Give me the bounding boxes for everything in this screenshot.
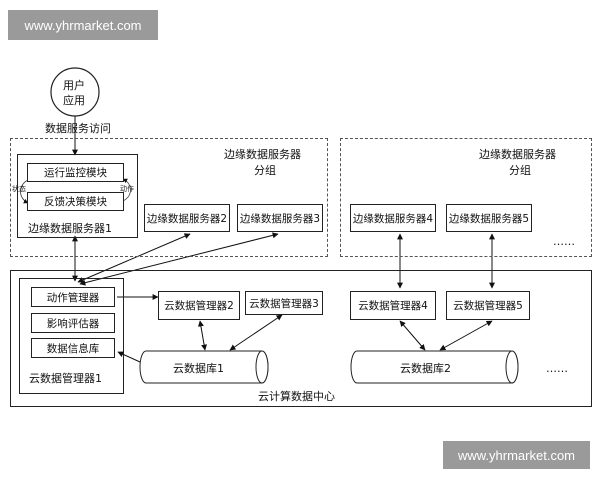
- data-service-access-label: 数据服务访问: [45, 122, 111, 135]
- cloud-manager-3: 云数据管理器3: [245, 291, 323, 315]
- edge-server-group-2: [340, 138, 592, 257]
- arrow-cm4-db2: [399, 320, 426, 351]
- arrow-cm2-db1: [197, 320, 208, 351]
- feedback-decision-module: 反馈决策模块: [27, 192, 124, 211]
- edge-server-1: [17, 154, 138, 238]
- cloud-manager-4: 云数据管理器4: [350, 291, 436, 320]
- cloud-db1-cylinder: [139, 350, 269, 384]
- edge-server-1-name: 边缘数据服务器1: [28, 222, 112, 235]
- state-label: 状态: [12, 185, 26, 193]
- cloud-db2-label: 云数据库2: [400, 362, 451, 375]
- arrow-db1-to-repo: [117, 351, 141, 363]
- edge-group-2-ellipsis: ……: [553, 235, 575, 248]
- user-app-label-line2: 应用: [63, 94, 85, 107]
- edge-server-5: 边缘数据服务器5: [446, 204, 532, 232]
- arrow-cm3-db1: [229, 314, 283, 351]
- action-loop-arrow: [122, 178, 131, 202]
- cloud-manager-1: [19, 278, 124, 394]
- cloud-manager-5: 云数据管理器5: [446, 291, 530, 320]
- arrow-edge3-to-cm1: [79, 232, 279, 286]
- edge-server-2: 边缘数据服务器2: [144, 204, 230, 232]
- data-repository: 数据信息库: [31, 338, 115, 358]
- edge-group-2-subtitle: 分组: [509, 164, 531, 177]
- user-app-label-line1: 用户: [63, 79, 85, 92]
- edge-server-group-1: [10, 138, 328, 257]
- run-monitor-module: 运行监控模块: [27, 163, 124, 182]
- cloud-db1-label: 云数据库1: [173, 362, 224, 375]
- cloud-manager-2: 云数据管理器2: [158, 291, 240, 320]
- edge-group-1-subtitle: 分组: [254, 164, 276, 177]
- edge-server-4: 边缘数据服务器4: [350, 204, 436, 232]
- cloud-manager-1-name: 云数据管理器1: [29, 372, 102, 385]
- impact-evaluator: 影响评估器: [31, 313, 115, 333]
- cloud-db2-cylinder: [350, 350, 519, 384]
- action-label: 动作: [120, 185, 134, 193]
- edge-group-2-title: 边缘数据服务器: [479, 148, 556, 161]
- cloud-computing-center: [10, 270, 592, 407]
- watermark-top: www.yhrmarket.com: [8, 10, 158, 40]
- cloud-center-label: 云计算数据中心: [258, 390, 335, 403]
- user-app-node: [50, 67, 100, 117]
- edge-server-3: 边缘数据服务器3: [237, 204, 323, 232]
- watermark-bottom: www.yhrmarket.com: [443, 441, 590, 469]
- cloud-center-ellipsis: ……: [546, 362, 568, 375]
- arrow-cm5-db2: [439, 320, 493, 351]
- state-loop-arrow: [20, 179, 29, 204]
- edge-group-1-title: 边缘数据服务器: [224, 148, 301, 161]
- action-manager: 动作管理器: [31, 287, 115, 307]
